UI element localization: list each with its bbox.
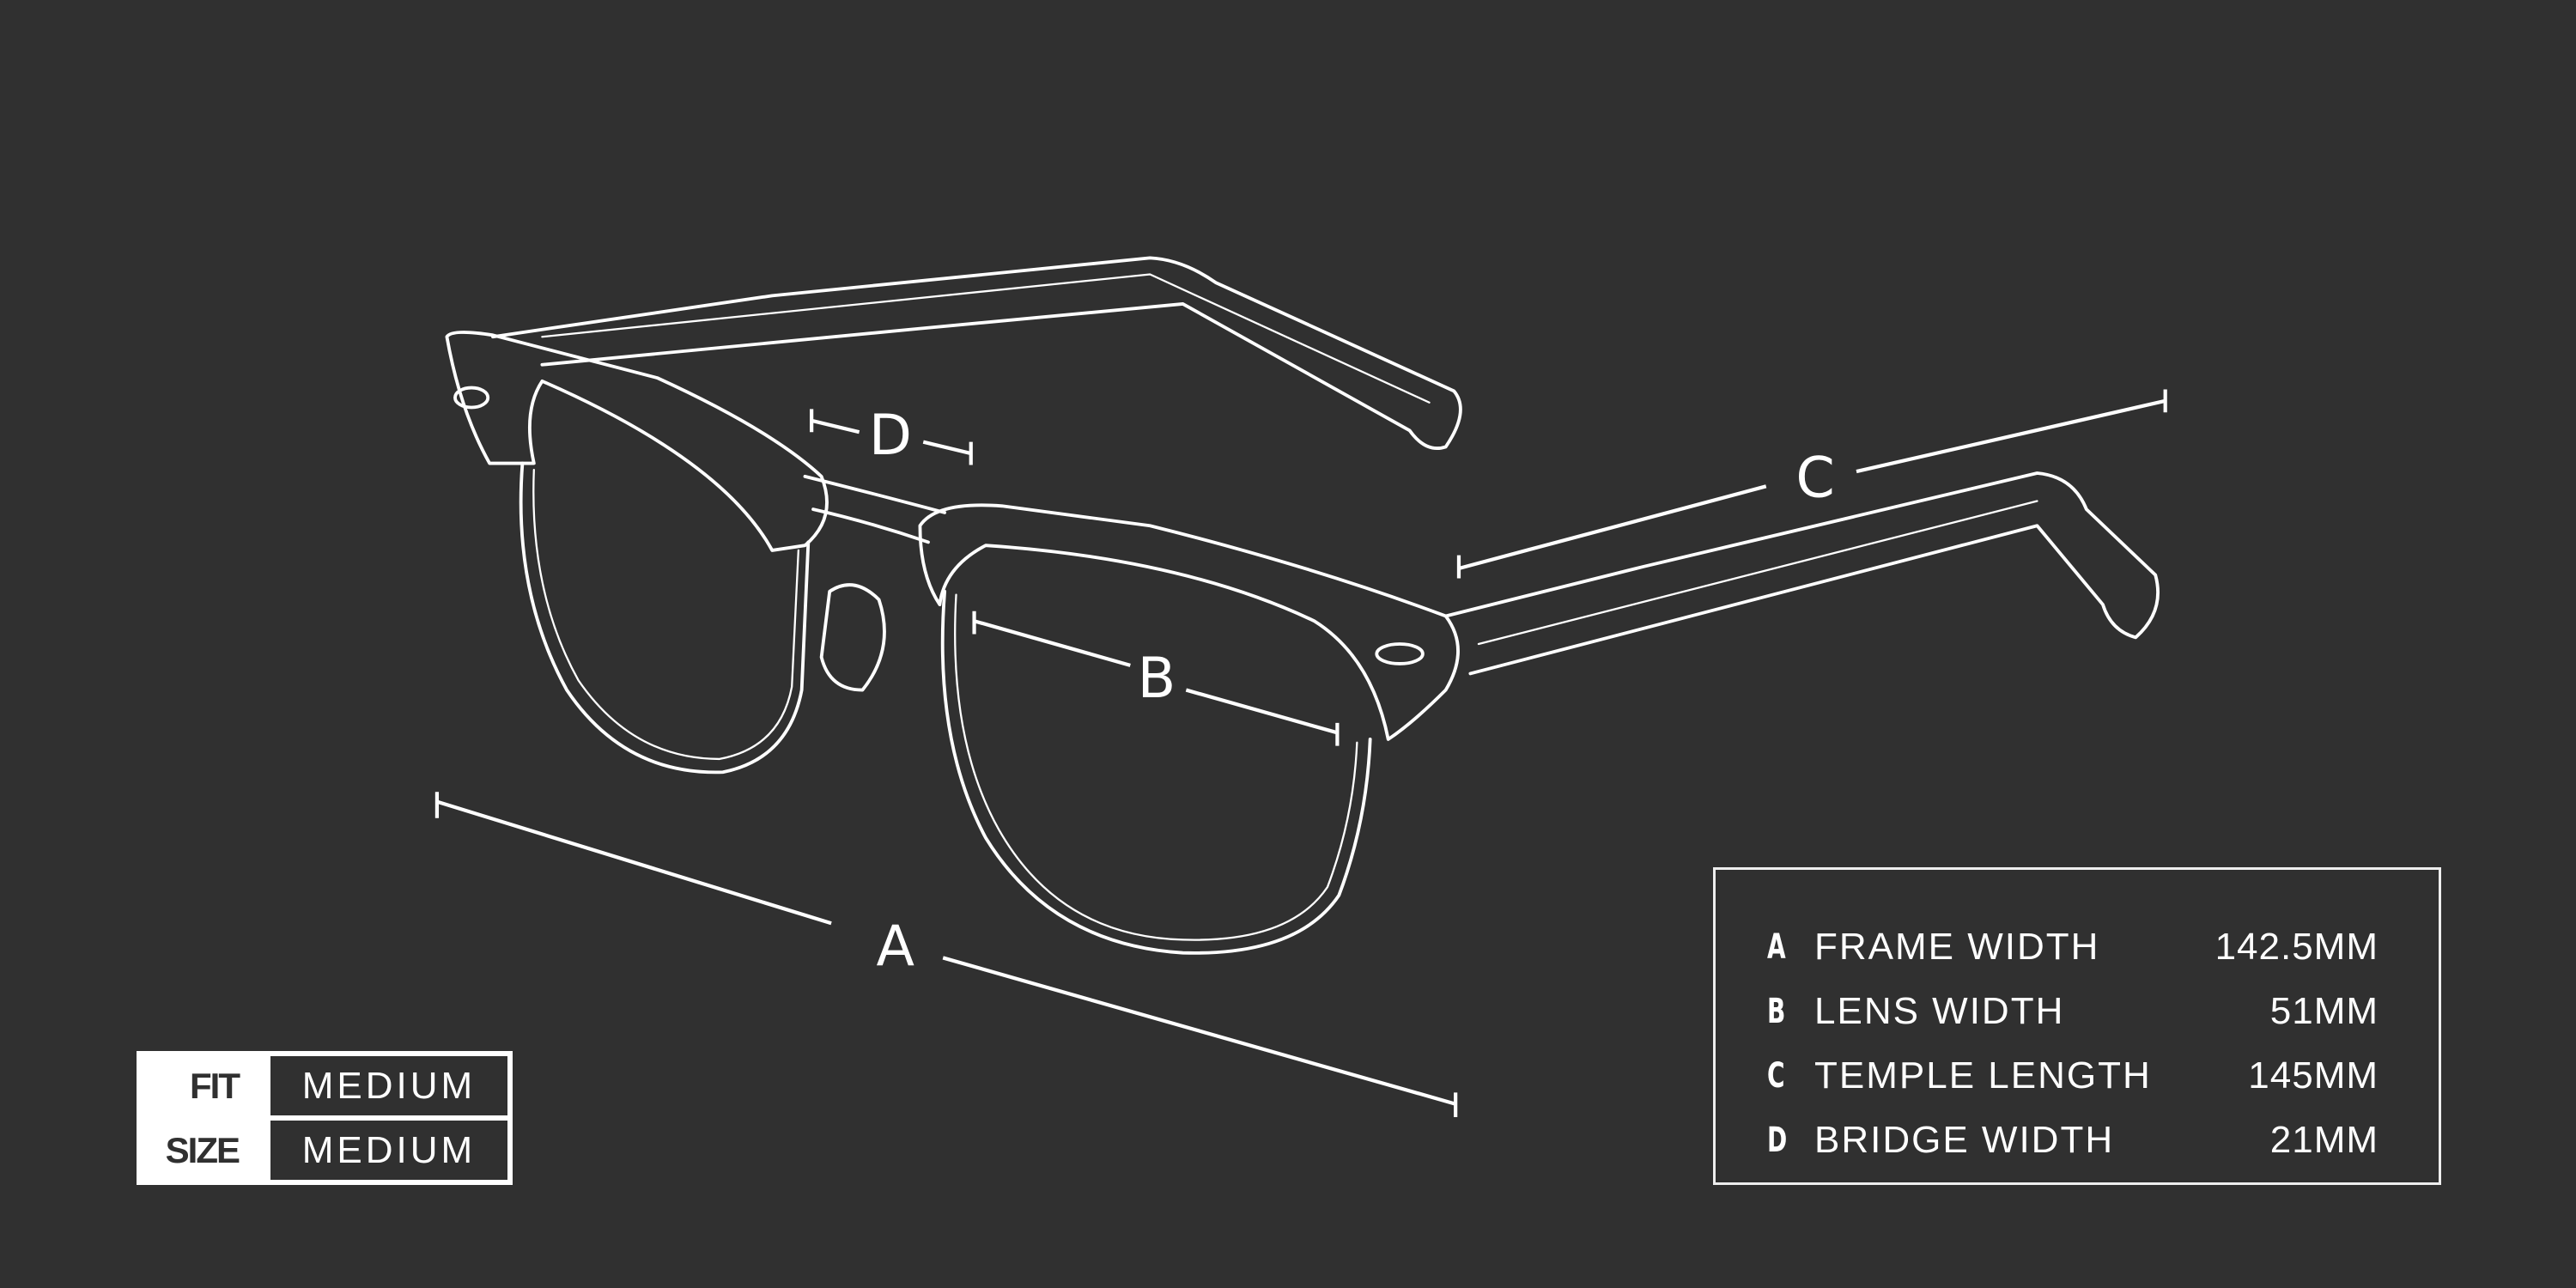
right-brow bbox=[918, 503, 1460, 741]
spec-letter: C bbox=[1767, 1055, 1785, 1096]
spec-name: TEMPLE LENGTH bbox=[1814, 1054, 2152, 1097]
left-rivet bbox=[453, 386, 490, 410]
spec-name: LENS WIDTH bbox=[1814, 989, 2065, 1032]
right-rivet bbox=[1375, 642, 1425, 665]
bridge bbox=[803, 474, 947, 544]
spec-value: 145MM bbox=[2248, 1054, 2379, 1097]
dimension-label-c: C bbox=[1795, 447, 1834, 511]
left-brow bbox=[445, 331, 829, 552]
spec-row-bridge-width: D BRIDGE WIDTH 21MM bbox=[1767, 1108, 2379, 1172]
dimension-line-b bbox=[972, 611, 1340, 746]
spec-name: FRAME WIDTH bbox=[1814, 925, 2100, 968]
spec-letter: B bbox=[1767, 991, 1786, 1031]
spec-row-frame-width: A FRAME WIDTH 142.5MM bbox=[1767, 914, 2379, 979]
nose-pad bbox=[819, 583, 886, 692]
dimension-line-c bbox=[1456, 389, 2167, 579]
glasses-sketch bbox=[445, 256, 2160, 955]
fit-label: FIT bbox=[139, 1054, 268, 1118]
dimension-label-d: D bbox=[869, 404, 912, 468]
spec-value: 21MM bbox=[2269, 1118, 2379, 1161]
spec-value: 51MM bbox=[2269, 989, 2379, 1032]
spec-letter: D bbox=[1767, 1120, 1788, 1160]
left-lens bbox=[519, 461, 811, 775]
dimension-lines bbox=[434, 389, 2167, 1118]
spec-row-lens-width: B LENS WIDTH 51MM bbox=[1767, 979, 2379, 1043]
spec-row-temple-length: C TEMPLE LENGTH 145MM bbox=[1767, 1043, 2379, 1108]
dimension-label-a: A bbox=[876, 914, 914, 979]
dimension-label-b: B bbox=[1138, 647, 1176, 711]
fit-value: MEDIUM bbox=[268, 1054, 510, 1118]
dimension-line-d bbox=[810, 409, 973, 465]
size-label: SIZE bbox=[139, 1118, 268, 1182]
spec-letter: A bbox=[1767, 927, 1786, 967]
spec-value: 142.5MM bbox=[2215, 925, 2379, 968]
fit-size-table: FIT MEDIUM SIZE MEDIUM bbox=[137, 1051, 513, 1185]
back-temple bbox=[491, 256, 1462, 450]
spec-name: BRIDGE WIDTH bbox=[1814, 1118, 2115, 1161]
front-temple bbox=[1443, 471, 2160, 676]
right-lens bbox=[940, 589, 1372, 955]
measurements-table: A FRAME WIDTH 142.5MM B LENS WIDTH 51MM … bbox=[1713, 867, 2441, 1185]
size-value: MEDIUM bbox=[268, 1118, 510, 1182]
dimension-line-a bbox=[434, 792, 1458, 1118]
